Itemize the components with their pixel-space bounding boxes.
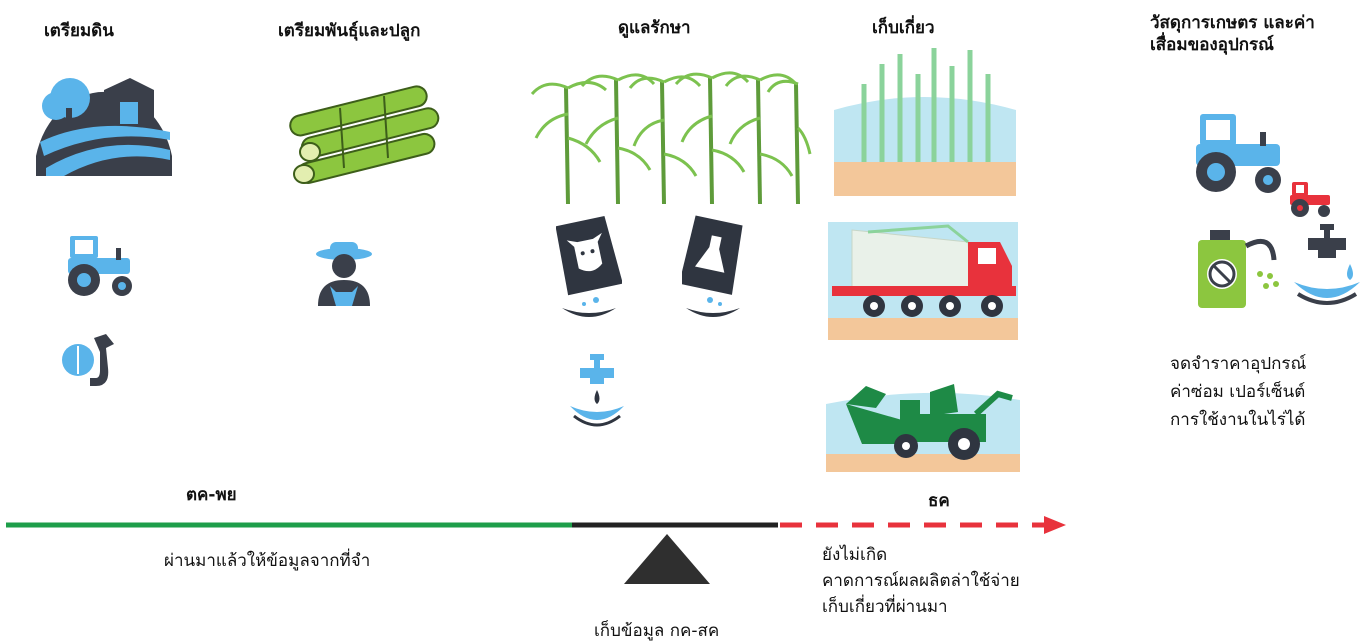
stage-planting-title: เตรียมพันธุ์และปลูก xyxy=(278,21,421,41)
timeline xyxy=(0,514,1080,536)
water-tap-large-icon xyxy=(1292,224,1362,308)
tractor-large-icon xyxy=(1190,110,1286,194)
manure-bag-icon xyxy=(556,214,622,322)
stage-harvest-title: เก็บเกี่ยว xyxy=(872,18,935,38)
fulcrum-triangle-icon xyxy=(622,532,712,586)
harvested-field-icon xyxy=(834,44,1016,196)
sugarcane-icon xyxy=(280,78,450,188)
future-note-line3: เก็บเกี่ยวที่ผ่านมา xyxy=(822,597,948,617)
fuel-icon xyxy=(60,330,126,390)
tractor-small-red-icon xyxy=(1288,180,1334,218)
future-period-label: ธค xyxy=(928,491,950,511)
tractor-icon xyxy=(64,232,136,298)
future-note: ยังไม่เกิด คาดการณ์ผลผลิตล่าใช้จ่าย เก็บ… xyxy=(822,542,1020,620)
future-note-line1: ยังไม่เกิด xyxy=(822,545,888,565)
equipment-note: จดจำราคาอุปกรณ์ ค่าซ่อม เปอร์เซ็นต์ การใ… xyxy=(1170,350,1306,434)
equipment-note-line2: ค่าซ่อม เปอร์เซ็นต์ xyxy=(1170,382,1306,402)
farm-icon xyxy=(34,72,174,176)
sugarcane-field-icon xyxy=(526,58,812,204)
timeline-arrowhead xyxy=(1044,516,1066,534)
sprayer-icon xyxy=(1196,226,1280,312)
materials-title-line1: วัสดุการเกษตร และค่า xyxy=(1150,13,1315,33)
equipment-note-line1: จดจำราคาอุปกรณ์ xyxy=(1170,354,1307,374)
stage-soil-title: เตรียมดิน xyxy=(44,21,114,41)
farmer-icon xyxy=(312,238,376,306)
materials-title-line2: เสื่อมของอุปกรณ์ xyxy=(1150,35,1274,55)
future-note-line2: คาดการณ์ผลผลิตล่าใช้จ่าย xyxy=(822,571,1020,591)
water-tap-icon xyxy=(566,354,628,430)
stage-care-title: ดูแลรักษา xyxy=(618,18,691,38)
past-period-label: ตค-พย xyxy=(186,485,237,505)
stage-materials-title: วัสดุการเกษตร และค่า เสื่อมของอุปกรณ์ xyxy=(1150,12,1350,56)
equipment-note-line3: การใช้งานในไร่ได้ xyxy=(1170,410,1306,430)
cane-truck-icon xyxy=(828,222,1018,340)
chemical-bag-icon xyxy=(682,214,744,322)
cane-harvester-icon xyxy=(826,364,1020,472)
collect-note: เก็บข้อมูล กค-สค xyxy=(594,621,720,641)
past-note: ผ่านมาแล้วให้ข้อมูลจากที่จำ xyxy=(164,551,371,571)
